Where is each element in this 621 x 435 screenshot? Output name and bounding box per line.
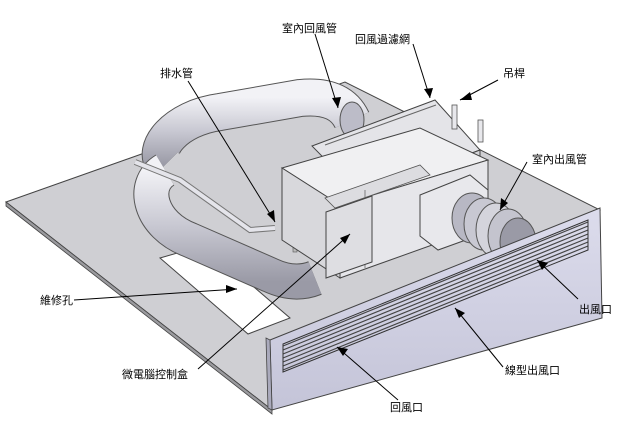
supply-duct: [419, 174, 537, 267]
label-supply-outlet: 出風口: [579, 303, 612, 316]
control-box: [325, 195, 373, 279]
leader-arrows: [226, 88, 548, 356]
label-hanger-rod: 吊桿: [503, 67, 525, 80]
leader-lines: [73, 33, 579, 401]
label-return-filter: 回風過濾網: [355, 33, 410, 46]
label-linear-outlet: 線型出風口: [505, 364, 560, 377]
return-duct: [133, 78, 370, 300]
label-access-hole: 維修孔: [40, 294, 73, 307]
label-drain-pipe: 排水管: [160, 67, 193, 80]
label-micro-control-box: 微電腦控制盒: [122, 368, 188, 381]
linear-grille: [265, 207, 603, 411]
ceiling-board-edge: [5, 201, 273, 415]
label-return-inlet: 回風口: [390, 401, 423, 414]
label-indoor-return-duct: 室內回風管: [282, 22, 337, 35]
label-indoor-supply-duct: 室內出風管: [532, 153, 587, 166]
